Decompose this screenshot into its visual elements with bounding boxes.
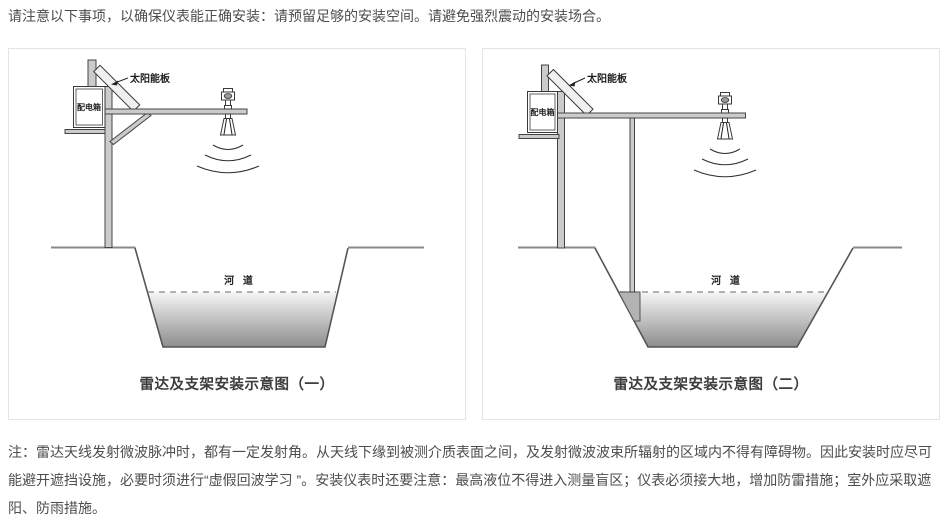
installation-diagram-2: 河 道 配电箱 太阳能板 (518, 64, 902, 348)
diagram-1-caption: 雷达及支架安装示意图（一） (139, 377, 335, 393)
solar-panel-icon (93, 64, 141, 112)
installation-diagram-1: 河 道 配电箱 太阳能板 (51, 59, 424, 348)
signal-waves-icon (196, 144, 260, 174)
solar-panel-label: 太阳能板 (129, 72, 171, 85)
water-body (147, 292, 338, 347)
callout-line (115, 77, 129, 83)
power-box (73, 86, 106, 128)
power-box-inner (75, 88, 103, 126)
diagram-panel-1: 河 道 配电箱 太阳能板 (8, 48, 466, 420)
horn-antenna (219, 118, 237, 136)
mounting-pole-assembly: 配电箱 (518, 64, 746, 293)
post-foundation (617, 291, 641, 322)
callout-arrowhead-icon (111, 80, 118, 86)
diagram-2-caption: 雷达及支架安装示意图（二） (613, 377, 809, 393)
water-body (618, 292, 828, 347)
channel-outline (134, 247, 349, 348)
mounting-pole-assembly: 配电箱 (64, 59, 248, 248)
river-channel: 河 道 (518, 246, 902, 348)
mounting-pole (557, 91, 565, 249)
note-text: 注：雷达天线发射微波脉冲时，都有一定发射角。从天线下缘到被测介质表面之间，及发射… (8, 444, 932, 516)
power-box-label: 配电箱 (77, 102, 101, 112)
river-channel: 河 道 (51, 246, 424, 348)
radar-sensor-icon (219, 88, 237, 136)
panel-post (87, 59, 97, 88)
diagram-panels: 河 道 配电箱 太阳能板 (8, 48, 940, 420)
panel-post (541, 64, 549, 93)
river-label: 河 道 (711, 274, 743, 287)
support-arm (557, 112, 746, 119)
solar-panel-callout: 太阳能板 (568, 72, 628, 87)
power-box (527, 91, 558, 133)
horn-antenna (716, 122, 734, 140)
solar-panel-label: 太阳能板 (586, 72, 628, 85)
diagram-panel-2: 河 道 配电箱 太阳能板 (482, 48, 940, 420)
signal-waves-icon (693, 148, 757, 178)
solar-panel-callout: 太阳能板 (111, 72, 171, 86)
intro-text: 请注意以下事项，以确保仪表能正确安装：请预留足够的安装空间。请避免强烈震动的安装… (8, 8, 610, 24)
support-arm (104, 108, 248, 115)
diagonal-brace (109, 111, 152, 146)
callout-arrowhead-icon (568, 81, 576, 87)
power-box-label: 配电箱 (531, 107, 555, 117)
shelf-bracket (518, 134, 560, 139)
solar-panel-icon (546, 68, 594, 117)
support-post (629, 114, 635, 293)
power-box-inner (529, 93, 556, 131)
river-label: 河 道 (224, 274, 256, 287)
shelf-bracket (64, 129, 106, 134)
radar-sensor-icon (716, 92, 734, 140)
